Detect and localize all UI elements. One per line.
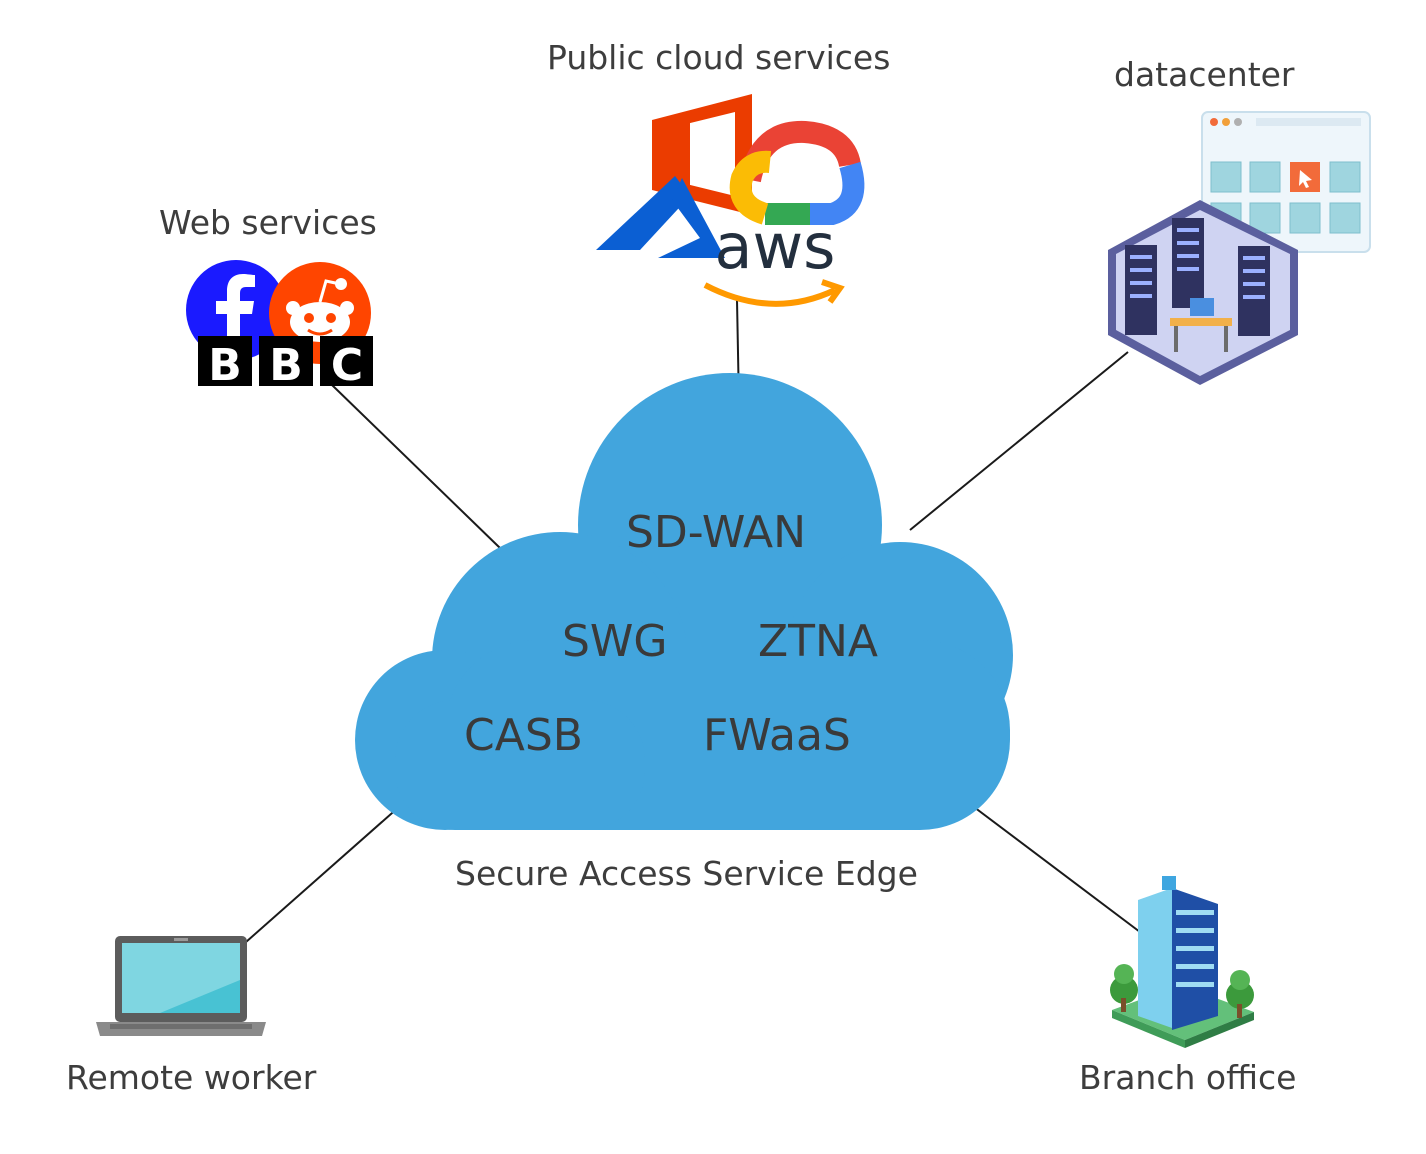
azure-icon [596,176,725,258]
remote-worker-label: Remote worker [66,1058,317,1097]
datacenter-icons [1108,111,1371,385]
public-cloud-icons: aws [596,94,865,307]
service-fwaas: FWaaS [703,710,851,761]
bbc-letter-2: B [269,340,303,391]
sase-cloud [355,373,1013,830]
laptop-icon [96,936,266,1036]
service-swg: SWG [562,616,668,667]
web-services-label: Web services [159,203,377,242]
bbc-letter-1: B [208,340,242,391]
aws-wordmark: aws [714,210,835,283]
service-casb: CASB [464,710,583,761]
connector-branch-office [957,794,1141,933]
connector-remote-worker [245,805,401,943]
dashboard-window-icon [1201,111,1371,253]
server-room-icon [1108,200,1298,385]
connector-datacenter [909,351,1129,531]
google-cloud-icon [729,120,865,225]
office-building-icon [1110,876,1254,1048]
service-sdwan: SD-WAN [626,507,807,558]
datacenter-label: datacenter [1114,55,1295,94]
facebook-icon [186,260,286,360]
web-services-icons: B B C [186,260,373,391]
aws-icon: aws [703,210,845,307]
sase-caption: Secure Access Service Edge [455,854,918,893]
bbc-letter-3: C [331,340,363,391]
public-cloud-label: Public cloud services [547,38,891,77]
service-ztna: ZTNA [758,616,879,667]
connector-web-services [331,384,501,549]
bbc-icon: B B C [198,336,373,391]
branch-office-label: Branch office [1079,1058,1297,1097]
